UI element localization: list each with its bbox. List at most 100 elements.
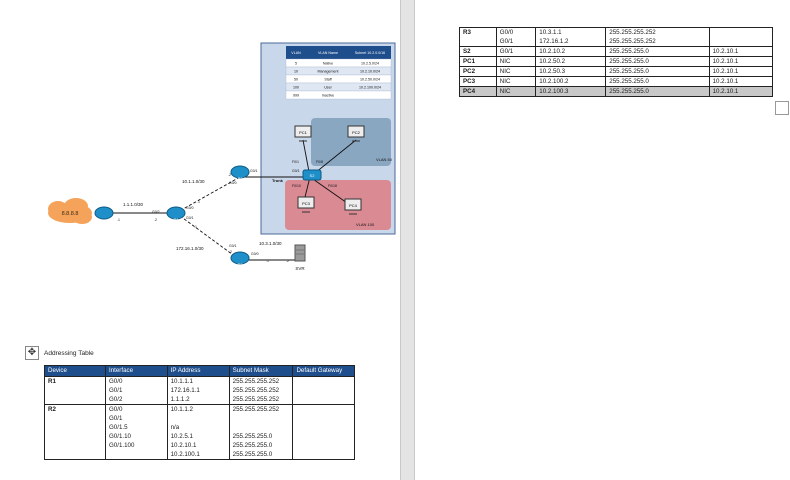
pc2-label: PC2 — [352, 130, 361, 135]
cloud-label: 8.8.8.8 — [62, 211, 79, 217]
cell-line: 10.2.100.1 — [170, 451, 200, 458]
gateway-cell — [708, 27, 774, 47]
if-r1-g02: G0/2 — [152, 210, 160, 214]
cell-line: G0/0 — [108, 378, 123, 385]
cell-line: G0/1 — [499, 38, 514, 45]
cell-line: 10.2.100.3 — [539, 88, 569, 95]
device-cell: S2 — [459, 46, 497, 57]
cell-line: 255.255.255.252 — [232, 387, 280, 394]
if-pc1-port: F0/1 — [292, 160, 299, 164]
cell-line: 10.1.1.1 — [170, 378, 193, 385]
net-r1-r3-label: 10.1.1.0/30 — [182, 179, 205, 184]
cell-line: G0/1 — [499, 48, 514, 55]
cell-line: 10.2.50.2 — [539, 58, 566, 65]
device-cell: PC2 — [459, 66, 497, 77]
cell-line: 255.255.255.0 — [609, 88, 649, 95]
link-r1-r3 — [175, 176, 241, 214]
vlan50-zone — [311, 118, 391, 166]
vlan-cell: 10 — [294, 70, 298, 74]
masks-cell: 255.255.255.0 — [605, 76, 710, 87]
ips-cell: 10.2.50.2 — [535, 56, 607, 67]
r2-router-icon: R2 — [230, 251, 250, 267]
table-move-handle-icon[interactable]: ✥ — [25, 346, 39, 360]
if-r2-g01: G0/1 — [229, 244, 237, 248]
cell-line: G0/1.10 — [108, 433, 131, 440]
page-separator — [400, 0, 415, 480]
device-cell: PC4 — [459, 86, 497, 97]
interfaces-cell: NIC — [495, 66, 537, 77]
link-r1-r2 — [175, 212, 241, 261]
gateway-cell: 10.2.10.1 — [708, 56, 774, 67]
cell-line: 10.1.1.2 — [170, 406, 193, 413]
if-pc3-port: F0/10 — [292, 184, 301, 188]
col-mask: Subnet Mask — [228, 365, 294, 377]
cell-line: 255.255.255.0 — [232, 433, 273, 440]
r1-label: R1 — [173, 217, 179, 222]
cell-line: 255.255.255.0 — [609, 68, 649, 75]
isp-label: ISP — [101, 218, 108, 223]
cell-line: NIC — [499, 58, 511, 65]
pc4-icon: PC4 — [344, 198, 362, 215]
server-icon: SVR — [294, 244, 306, 271]
cell-line: 255.255.255.0 — [232, 442, 273, 449]
ips-cell: 10.2.100.3 — [535, 86, 607, 97]
vlan-cell: Management — [318, 70, 339, 74]
pc3-icon: PC3 — [297, 196, 315, 213]
interfaces-cell: NIC — [495, 76, 537, 87]
vlan-cell: 50 — [294, 78, 298, 82]
vlan-cell: 10.2.50.0/24 — [360, 78, 380, 82]
cell-line: 1.1.1.2 — [170, 396, 190, 403]
pc2-icon: PC2 — [347, 125, 365, 142]
if-r1-g00: G0/0 — [186, 206, 194, 210]
net-r1-r2-label: 172.16.1.0/30 — [176, 246, 204, 251]
r1-router-icon: R1 — [166, 206, 186, 222]
if-pc4-port: F0/18 — [328, 184, 337, 188]
pc3-label: PC3 — [302, 201, 311, 206]
r3-router-icon: R3 — [230, 165, 250, 181]
vlan50-label: VLAN 50 — [376, 157, 393, 162]
masks-cell: 255.255.255.0 — [605, 66, 710, 77]
vlan-header-name: VLAN Name — [318, 51, 338, 55]
cell-line: n/a — [170, 424, 180, 431]
if-r3-g01: G0/1 — [250, 169, 258, 173]
net-isp-r1-label: 1.1.1.0/30 — [123, 202, 144, 207]
device-cell: PC1 — [459, 56, 497, 67]
col-device: Device — [44, 365, 106, 377]
cell-line: G0/1.100 — [108, 442, 135, 449]
cell-line — [233, 414, 290, 423]
cell-line: 255.255.255.252 — [232, 406, 280, 413]
cell-line: G0/1 — [108, 387, 123, 394]
cell-line: G0/1.5 — [108, 424, 128, 431]
vlan-cell: 5 — [295, 62, 297, 66]
cell-line: G0/2 — [108, 396, 123, 403]
device-cell: R2 — [44, 404, 106, 460]
gateway-cell: 10.2.10.1 — [708, 76, 774, 87]
addressing-table-caption: Addressing Table — [44, 350, 94, 357]
col-gateway: Default Gateway — [292, 365, 355, 377]
masks-cell: 255.255.255.0 — [605, 56, 710, 67]
if-r2-g00: G0/0 — [251, 252, 259, 256]
cell-line: G0/0 — [108, 406, 123, 413]
device-cell: R1 — [44, 376, 106, 405]
if-r2-dot1: .1 — [266, 259, 269, 263]
cell-line: 172.16.1.2 — [539, 38, 569, 45]
pc1-icon: PC1 — [294, 125, 312, 142]
s2-label: S2 — [310, 173, 316, 178]
pc1-label: PC1 — [299, 130, 308, 135]
if-s2-g01: G0/1 — [292, 169, 300, 173]
trunk-label: Trunk — [272, 178, 284, 183]
vlan-row — [285, 90, 392, 100]
vlan-cell: Staff — [324, 78, 331, 82]
table-resize-handle[interactable] — [775, 101, 789, 115]
